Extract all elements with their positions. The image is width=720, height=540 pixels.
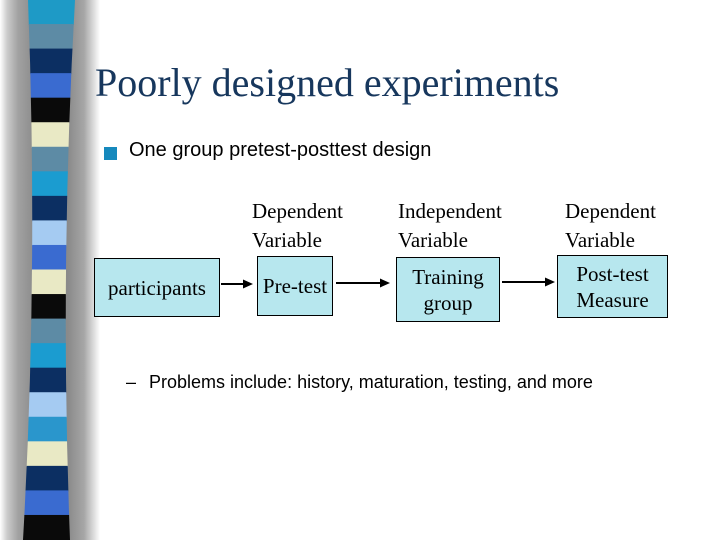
box-text: group <box>423 290 473 315</box>
label-dependent-variable-2: Dependent Variable <box>565 197 656 255</box>
box-text: Training <box>412 264 484 289</box>
box-participants: participants <box>94 258 220 317</box>
box-text: Measure <box>576 287 649 312</box>
label-line: Independent <box>398 199 502 223</box>
bullet-square-icon <box>104 147 117 160</box>
box-text: Pre-test <box>262 274 328 298</box>
box-pretest: Pre-test <box>257 256 333 316</box>
box-text: participants <box>108 275 206 300</box>
ribbon-stripe-icon <box>23 0 75 540</box>
box-text: Post-test <box>576 261 649 286</box>
arrow-right-icon <box>336 278 390 288</box>
arrow-right-icon <box>221 279 253 289</box>
arrow-right-icon <box>502 277 555 287</box>
box-training-group: Training group <box>396 257 500 322</box>
label-line: Dependent <box>252 199 343 223</box>
label-independent-variable: Independent Variable <box>398 197 502 255</box>
sub-bullet-dash: – <box>126 372 137 392</box>
label-line: Variable <box>565 228 635 252</box>
box-posttest-measure: Post-test Measure <box>557 255 668 318</box>
sidebar-decoration <box>0 0 102 540</box>
bullet-text: One group pretest-posttest design <box>129 139 432 161</box>
slide-title: Poorly designed experiments <box>95 60 560 105</box>
label-line: Dependent <box>565 199 656 223</box>
label-dependent-variable-1: Dependent Variable <box>252 197 343 255</box>
label-line: Variable <box>398 228 468 252</box>
sub-bullet-text: Problems include: history, maturation, t… <box>149 372 593 392</box>
label-line: Variable <box>252 228 322 252</box>
